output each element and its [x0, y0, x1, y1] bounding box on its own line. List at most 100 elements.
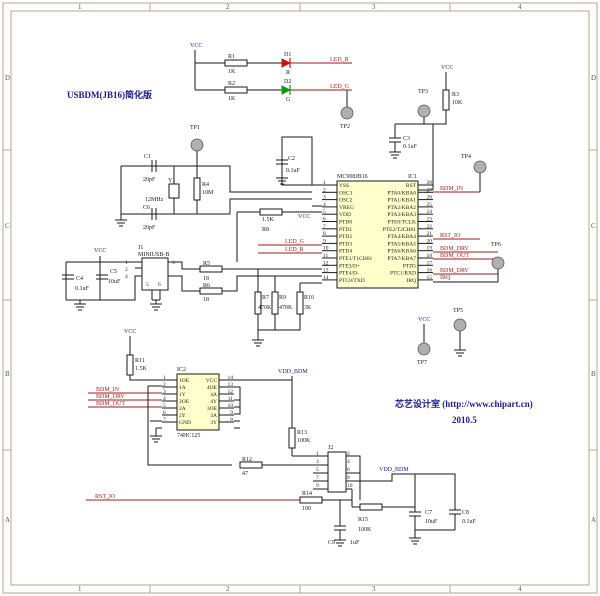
pin-number: 13 — [323, 268, 329, 274]
r10-ref: R10 — [304, 295, 314, 301]
pin-number: 3 — [163, 389, 166, 395]
schematic-title: USBDM(JB16)简化版 — [67, 89, 152, 100]
pin-number: 19 — [427, 246, 433, 252]
r11-resistor — [126, 354, 134, 376]
r5-ref: R5 — [203, 261, 210, 267]
j2-pin: 10 — [347, 483, 353, 489]
tp2-test-point — [340, 106, 354, 120]
c7-value: 10uF — [425, 519, 438, 525]
ic1-mc908jb16: MC908JB16 IC1 VSS1OSC12OSC23VREG4VDD5PTD… — [322, 174, 433, 289]
col-label-bottom: 4 — [518, 585, 522, 593]
c5-ref: C5 — [110, 269, 117, 275]
j2-pin: 2 — [347, 451, 350, 457]
pin-number: 11 — [323, 253, 329, 259]
bdm-connector-j2: J2 1 2 3 4 5 6 7 8 9 10 VDD_BDM — [292, 445, 440, 507]
net-bdm-drv-ic2: BDM_DRV — [96, 394, 126, 400]
net-bdm-in-ic2: BDM_IN — [96, 387, 120, 393]
col-label-top: 4 — [518, 3, 522, 11]
r8-resistor — [259, 208, 283, 216]
pin-number: 9 — [230, 410, 233, 416]
pin-number: 7 — [323, 224, 326, 230]
c9-ref: C9 — [328, 540, 335, 546]
r1-value: 1K — [228, 69, 236, 75]
pin-number: 8 — [323, 231, 326, 237]
row-label-left: C — [5, 222, 10, 230]
tp7-label: TP7 — [417, 360, 427, 366]
c6-value: 20pF — [143, 225, 156, 231]
ic1-ref: IC1 — [408, 174, 417, 180]
col-label-top: 1 — [78, 3, 82, 11]
pin-number: 13 — [228, 382, 234, 388]
c4-ref: C4 — [76, 276, 83, 282]
j2-ref: J2 — [328, 445, 333, 451]
pin-name: PTD1 — [339, 227, 352, 233]
r14-ref: R14 — [302, 491, 312, 497]
reset-network: TP3 VCC R3 10K C3 0.1uF — [389, 65, 463, 191]
r12-value: 47 — [242, 471, 248, 477]
pin-number: 6 — [163, 410, 166, 416]
r2-resistor — [224, 86, 248, 94]
led-section: VCC R1 1K R2 1K D1 R D2 G LED_R LED_G TP… — [190, 43, 354, 130]
designer-credit: 芯艺设计室 (http://www.chipart.cn) — [395, 398, 533, 409]
r3-ref: R3 — [452, 92, 459, 98]
c9-value: 1uF — [350, 540, 360, 546]
pin-number: 14 — [323, 275, 329, 281]
pin-name: 1A — [179, 385, 186, 391]
vcc-label: VCC — [190, 43, 202, 49]
pin-name: RST — [406, 183, 417, 189]
pin-name: VREG — [339, 205, 354, 211]
ic1-left-nets: LED_G LED_R — [258, 239, 322, 254]
r11-ref: R11 — [135, 358, 145, 364]
r12-ref: R12 — [242, 457, 252, 463]
pin-name: PTA3/KBA3 — [387, 212, 416, 218]
vcc-label: VCC — [298, 214, 310, 220]
j1-pin: 3 — [172, 260, 175, 266]
vdd-bdm-label: VDD_BDM — [278, 369, 308, 375]
tp7-test-point — [417, 342, 431, 356]
r13-resistor — [288, 427, 296, 449]
pin-number: 8 — [230, 417, 233, 423]
pin-number: 23 — [427, 217, 433, 223]
pin-name: PTD5 — [403, 263, 416, 269]
tp5-test-point — [453, 318, 467, 332]
pin-name: 3Y — [210, 420, 217, 426]
c2-ref: C2 — [288, 156, 295, 162]
usb-data-resistors: R5 18 R6 18 R7 470K R9 470K R10 3K — [199, 261, 322, 347]
r13-ref: R13 — [297, 430, 307, 436]
pin-number: 9 — [323, 238, 326, 244]
tp2-label: TP2 — [340, 124, 350, 130]
pin-number: 10 — [323, 246, 329, 252]
ground-symbol — [409, 537, 421, 545]
j2-pin: 8 — [347, 475, 350, 481]
pin-name: 1OE — [179, 378, 190, 384]
j1-ref: J1 — [138, 245, 143, 251]
net-led-r: LED_R — [330, 57, 349, 63]
r1-ref: R1 — [228, 54, 235, 60]
net-bdm-out-ic2: BDM_OUT — [96, 401, 125, 407]
tp3-test-point — [417, 104, 431, 118]
j1-pin: 5 — [146, 282, 149, 288]
d1-ref: D1 — [284, 52, 291, 58]
ground-symbol — [115, 219, 127, 227]
pin-number: 10 — [228, 403, 234, 409]
j2-pin: 7 — [316, 475, 319, 481]
pin-name: PTA6/KBA6 — [387, 249, 416, 255]
r4-resistor — [193, 177, 201, 201]
pin-number: 15 — [427, 275, 433, 281]
ground-symbol — [389, 151, 401, 159]
j2-pin: 5 — [316, 467, 319, 473]
j2-pin: 9 — [316, 483, 319, 489]
tp1-label: TP1 — [190, 125, 200, 131]
pin-number: 14 — [228, 375, 234, 381]
pin-name: PTA1/KBA1 — [387, 198, 416, 204]
d1-value: R — [286, 70, 290, 76]
j1-value: MINIUSB-B — [138, 252, 169, 258]
d1-led-icon — [281, 58, 292, 68]
pin-name: PTE3/D+ — [339, 263, 360, 269]
c8-value: 0.1uF — [462, 519, 477, 525]
d2-value: G — [286, 97, 291, 103]
pin-name: PTD4 — [339, 249, 352, 255]
ic1-part: MC908JB16 — [337, 174, 368, 180]
col-label-bottom: 3 — [372, 585, 376, 593]
